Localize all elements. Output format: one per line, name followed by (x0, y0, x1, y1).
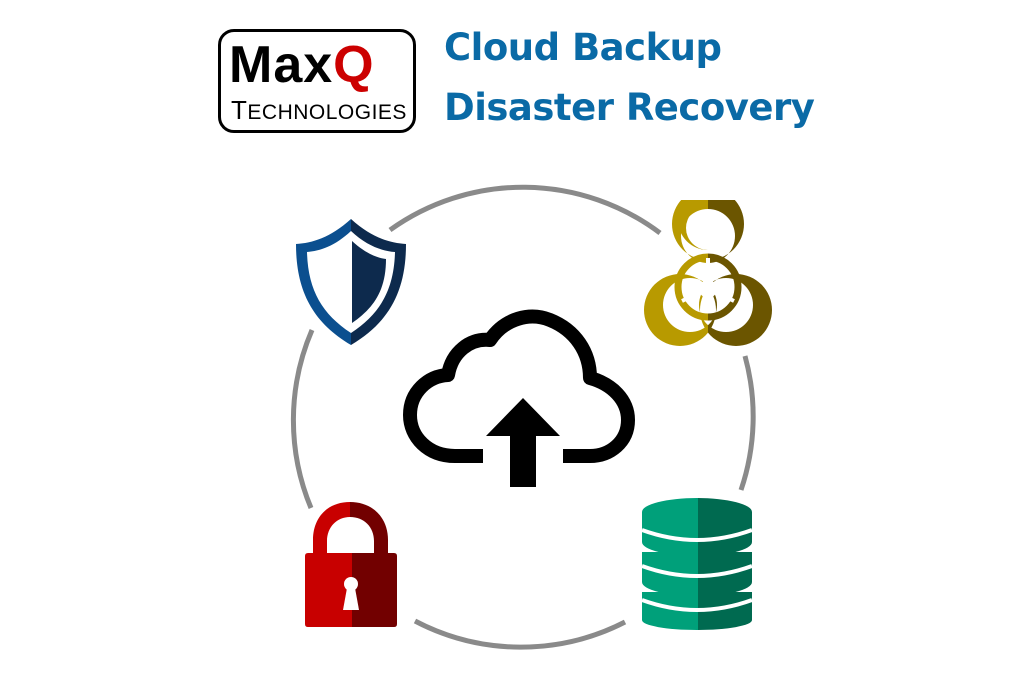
logo-tagline-rest: ECHNOLOGIES (247, 101, 407, 124)
maxq-logo: MaxQ TECHNOLOGIES (218, 29, 416, 133)
title-line-2: Disaster Recovery (444, 86, 815, 129)
logo-max-text: Max (229, 36, 334, 94)
title-line-1: Cloud Backup (444, 26, 722, 69)
biohazard-icon (644, 200, 772, 346)
padlock-icon (305, 502, 397, 627)
logo-q-text: Q (333, 36, 375, 94)
logo-wordmark: MaxQ (229, 36, 375, 94)
shield-icon (296, 219, 406, 345)
database-icon (641, 498, 753, 630)
ring (290, 184, 756, 650)
cloud-upload-icon (403, 309, 635, 487)
logo-tagline: TECHNOLOGIES (231, 95, 407, 125)
logo-tagline-initial: T (231, 95, 248, 125)
